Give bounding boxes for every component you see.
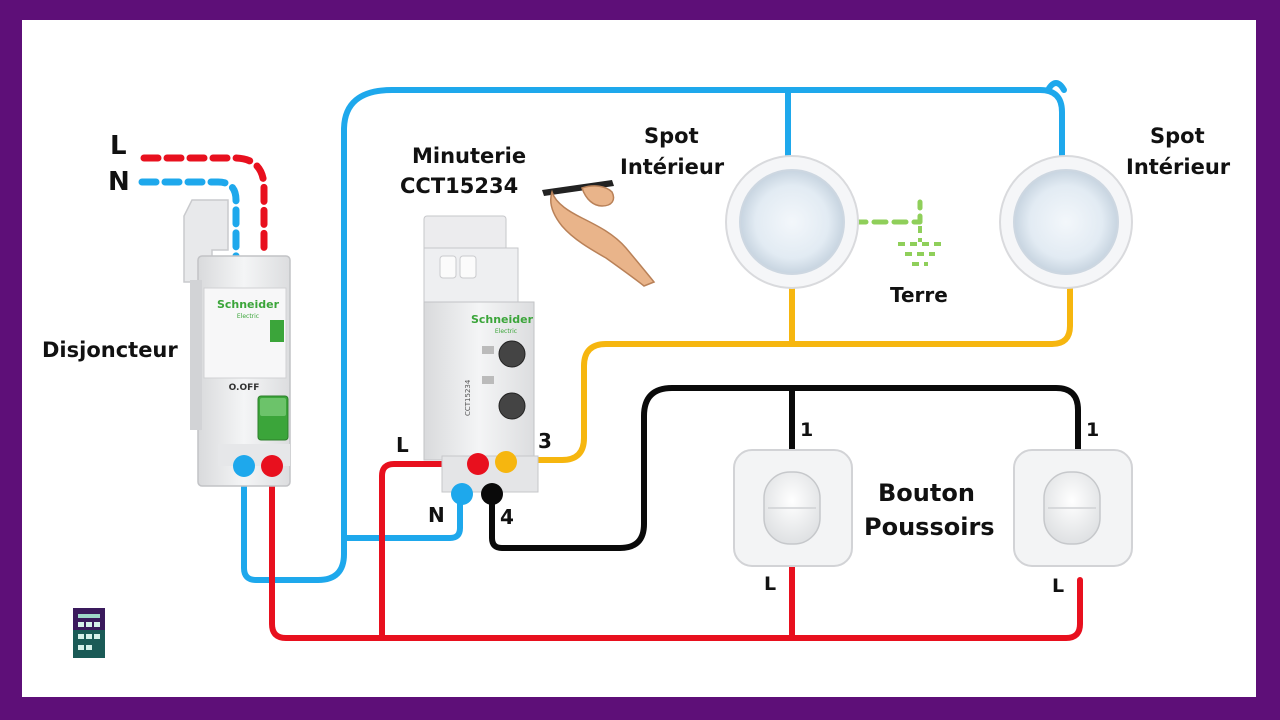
timer-device: Schneider Electric CCT15234 [423, 215, 539, 493]
timer-sub: Electric [495, 328, 517, 335]
switch2-terminal-1-label: 1 [1086, 419, 1100, 441]
breaker-neutral-terminal [233, 455, 255, 477]
breaker-live-terminal [261, 455, 283, 477]
timer-model-text: CCT15234 [464, 379, 472, 416]
incoming-neutral-label: N [108, 167, 130, 197]
push-button-1 [733, 449, 853, 567]
switch1-terminal-1-label: 1 [800, 419, 814, 441]
breaker-label: Disjoncteur [42, 338, 178, 362]
timer-terminal-4-label: 4 [500, 505, 514, 529]
live-wire-timer [379, 461, 479, 641]
push-button-2 [1013, 449, 1133, 567]
timer-terminal-3-label: 3 [538, 429, 552, 453]
switch-wire [489, 385, 1081, 551]
circuit-breaker: Schneider Electric O.OFF [183, 199, 291, 487]
pushbutton-label-line2: Poussoirs [864, 513, 995, 541]
timer-terminal-l-label: L [396, 433, 409, 457]
timer-switch-terminal [481, 483, 503, 505]
spot-light-1 [725, 155, 859, 289]
neutral-wire-timer [341, 493, 463, 541]
neutral-wire-top-hump [1045, 80, 1067, 93]
spot1-label-line1: Spot [644, 124, 699, 148]
earth-symbol-icon [898, 226, 942, 266]
spot-light-2 [999, 155, 1133, 289]
lamp-wire [503, 285, 1073, 463]
incoming-live-wire [140, 154, 268, 260]
wiring-diagram: Schneider Electric O.OFF Schneider Elect… [73, 80, 1133, 658]
timer-live-terminal [467, 453, 489, 475]
incoming-neutral-wire [138, 178, 240, 260]
breaker-sub: Electric [237, 313, 259, 320]
timer-terminal-n-label: N [428, 503, 445, 527]
live-wire-main [269, 463, 1083, 641]
timer-label-name: Minuterie [412, 144, 527, 168]
timer-lamp-terminal [495, 451, 517, 473]
incoming-live-label: L [110, 131, 127, 161]
timer-label-model: CCT15234 [400, 174, 519, 198]
timer-brand: Schneider [471, 313, 534, 326]
pushbutton-label-line1: Bouton [878, 479, 975, 507]
spot2-label-line1: Spot [1150, 124, 1205, 148]
switch2-terminal-l-label: L [1052, 575, 1065, 597]
breaker-off-label: O.OFF [229, 383, 260, 393]
earth-label: Terre [890, 283, 948, 307]
channel-logo-icon [73, 608, 105, 658]
diagram-canvas: Schneider Electric O.OFF Schneider Elect… [22, 20, 1256, 697]
earth-wire [851, 199, 923, 225]
neutral-wire-main [241, 87, 1065, 583]
switch1-terminal-l-label: L [764, 573, 777, 595]
timer-neutral-terminal [451, 483, 473, 505]
hand-pen-icon [542, 180, 656, 287]
breaker-brand: Schneider [217, 298, 280, 311]
spot2-label-line2: Intérieur [1126, 155, 1231, 179]
spot1-label-line2: Intérieur [620, 155, 725, 179]
